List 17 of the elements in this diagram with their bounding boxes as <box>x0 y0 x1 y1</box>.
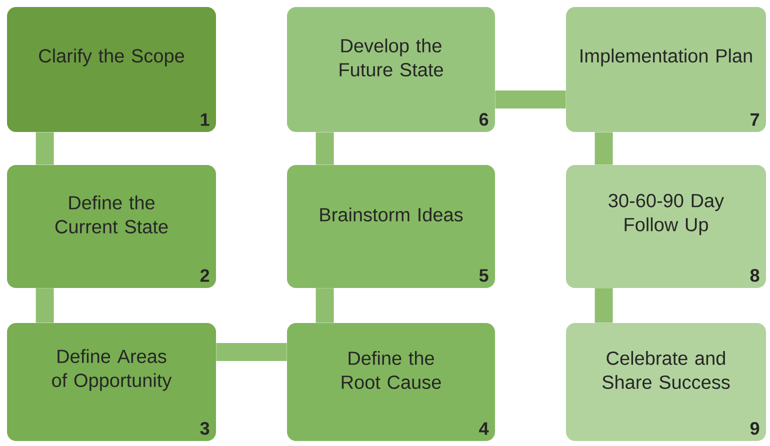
step-box: Celebrate and Share Success 9 <box>566 322 766 441</box>
step-box: Develop the Future State 6 <box>287 7 495 132</box>
step-box: Clarify the Scope 1 <box>7 7 216 132</box>
step-box: 30-60-90 Day Follow Up 8 <box>566 164 766 288</box>
step-box: Implementation Plan 7 <box>566 7 766 132</box>
step-box: Define the Root Cause 4 <box>287 322 495 441</box>
step-box: Define the Current State 2 <box>7 164 216 288</box>
connector-bar <box>36 288 54 323</box>
connector-bar <box>495 90 566 108</box>
connector-bar <box>316 132 334 165</box>
connector-bar <box>216 342 287 361</box>
connector-bar <box>594 132 613 165</box>
connector-bar <box>594 288 613 323</box>
connector-bar <box>36 132 54 165</box>
connector-bar <box>316 288 334 323</box>
step-box: Brainstorm Ideas 5 <box>287 164 495 288</box>
step-box: Define Areas of Opportunity 3 <box>7 322 216 441</box>
